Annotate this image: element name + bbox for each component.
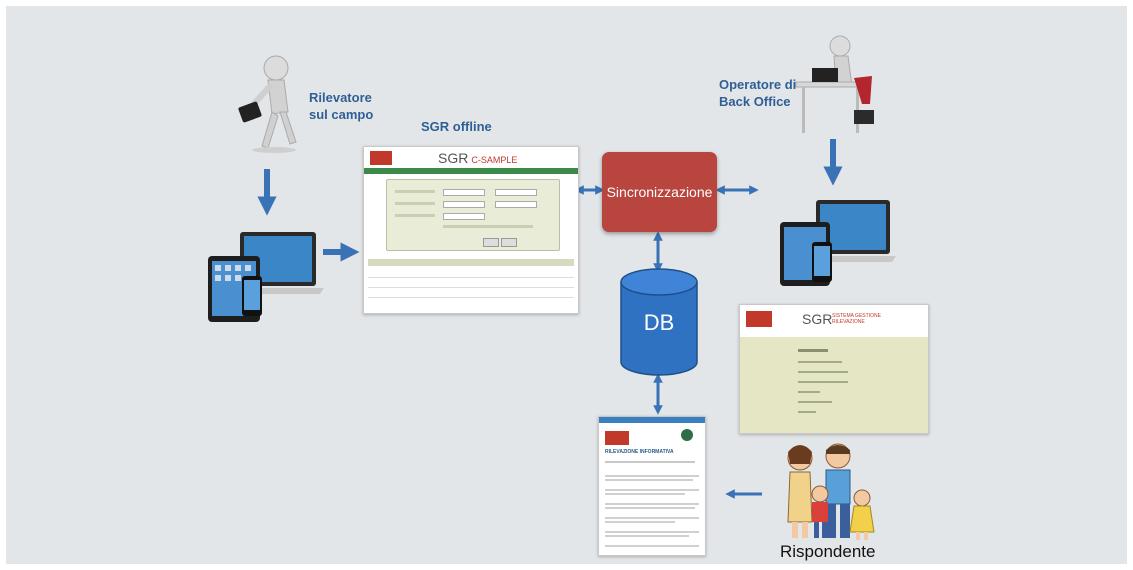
respondent-family-figure	[787, 443, 875, 540]
sincronizzazione-box: Sincronizzazione	[602, 152, 717, 232]
sincronizzazione-label: Sincronizzazione	[606, 184, 713, 200]
search-panel	[386, 179, 560, 251]
rispondente-label: Rispondente	[780, 542, 876, 561]
laptop-icon	[812, 68, 838, 82]
backoffice-devices-icon	[780, 200, 896, 286]
censimento-logo	[605, 431, 629, 445]
table-header	[368, 259, 574, 266]
respondent-form-screenshot: RILEVAZIONE INFORMATIVA	[598, 416, 706, 556]
censimento-logo	[370, 151, 392, 165]
menu-panel	[740, 337, 928, 433]
db-label: DB	[643, 310, 675, 335]
sgr-subtitle: SISTEMA GESTIONE RILEVAZIONE	[832, 313, 881, 325]
table-row	[368, 269, 574, 278]
table-row	[368, 279, 574, 288]
form-header-bar	[599, 417, 705, 423]
arrows-layer	[257, 139, 843, 499]
sgr-offline-label: SGR offline	[421, 119, 492, 134]
red-chair-icon	[854, 76, 872, 104]
form-title: RILEVAZIONE INFORMATIVA	[605, 449, 674, 455]
censimento-logo	[746, 311, 772, 327]
sgr-brand: SGR	[802, 311, 833, 327]
top-nav-bar	[364, 168, 578, 174]
table-row	[368, 289, 574, 298]
briefcase-icon	[854, 110, 874, 124]
backoffice-screenshot: SGR SISTEMA GESTIONE RILEVAZIONE	[739, 304, 929, 434]
rilevatore-label: Rilevatore sul campo	[309, 90, 374, 122]
field-worker-figure	[238, 55, 297, 153]
briefcase-icon	[238, 101, 262, 123]
istat-logo	[681, 429, 693, 441]
db-cylinder	[620, 268, 698, 376]
field-devices-icon	[208, 232, 324, 322]
back-office-operator-figure	[795, 35, 874, 133]
operatore-label: Operatore di Back Office	[719, 77, 797, 109]
